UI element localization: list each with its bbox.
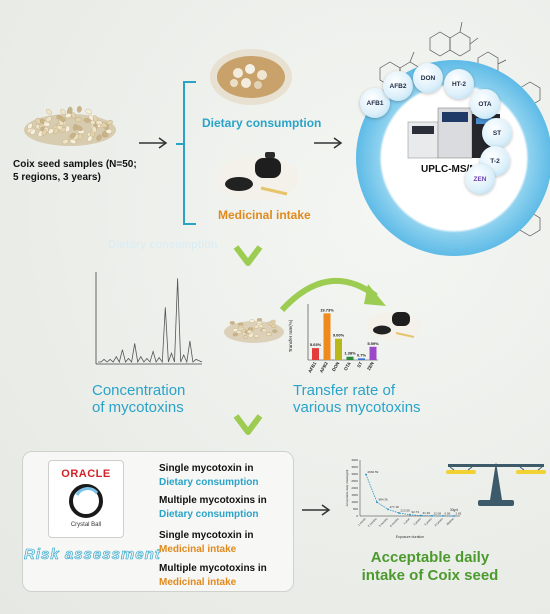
adi-point xyxy=(409,513,411,516)
coix-seed-small-image xyxy=(224,318,284,343)
curved-arrow-icon xyxy=(279,278,386,313)
transfer-bar-label: 19.73% xyxy=(320,307,334,312)
adi-point-label: 213.59 xyxy=(401,509,411,513)
adi-point xyxy=(453,515,455,517)
adi-y-tick: 1500 xyxy=(351,493,358,497)
adi-annotation: 30g/d xyxy=(450,508,458,512)
transfer-y-label: Transfer rate(%) xyxy=(288,319,293,352)
mycotoxin-node-don: DON xyxy=(413,63,443,93)
adi-point-label: 984.36 xyxy=(379,498,389,502)
adi-point xyxy=(376,501,378,504)
adi-point xyxy=(387,508,389,511)
chevron-down-icon xyxy=(233,245,263,266)
adi-x-tick: 3 months xyxy=(378,516,389,527)
mycotoxin-node-zen: ZEN xyxy=(465,164,495,194)
adi-y-tick: 2500 xyxy=(351,479,358,483)
transfer-bar xyxy=(335,338,342,360)
transfer-bar-label: 9.00% xyxy=(333,333,345,338)
adi-point-label: 31.36 xyxy=(423,511,431,515)
adi-point-label: 2960.59 xyxy=(368,470,379,474)
risk-item-single-dietary: Single mycotoxin in Dietary consumption xyxy=(159,463,259,488)
arrow-right-icon xyxy=(314,137,343,149)
branch-bracket xyxy=(176,81,196,225)
transfer-label: Transfer rate of various mycotoxins xyxy=(293,382,421,416)
uplc-instrument-image xyxy=(407,107,500,159)
adi-x-tick: 2 months xyxy=(367,516,378,527)
risk-item-single-medicinal: Single mycotoxin in Medicinal intake xyxy=(159,530,254,555)
adi-point-label: 2.65 xyxy=(456,511,462,515)
chevron-down-icon xyxy=(233,414,263,435)
adi-x-tick: 10 years xyxy=(433,516,444,527)
adi-point xyxy=(431,514,433,517)
adi-y-label: Acceptable daily intake(g/d) xyxy=(345,470,349,507)
adi-y-tick: 500 xyxy=(353,507,358,511)
adi-y-tick: 0 xyxy=(356,514,358,518)
transfer-category-label: AFB2 xyxy=(319,361,329,374)
adi-x-tick: 6 months xyxy=(389,516,400,527)
crystal-ball-logo: ORACLE Crystal Ball xyxy=(48,460,124,538)
transfer-bar xyxy=(358,358,365,360)
transfer-category-label: DON xyxy=(331,361,340,372)
concentration-label: Concentration of mycotoxins xyxy=(92,382,186,416)
mycotoxin-node-st: ST xyxy=(482,118,512,148)
transfer-bar xyxy=(346,356,354,360)
adi-point xyxy=(420,514,422,517)
crystal-ball-icon xyxy=(69,484,103,518)
transfer-bar xyxy=(369,346,377,360)
arrow-right-icon xyxy=(139,137,168,149)
transfer-category-label: AFB1 xyxy=(307,361,317,374)
adi-point-label: 477.18 xyxy=(390,505,400,509)
faded-dietary-label: Dietary consumption xyxy=(108,239,218,251)
transfer-bar-label: 1.38% xyxy=(344,351,356,356)
medicine-pot-image xyxy=(215,152,299,200)
medicinal-intake-label: Medicinal intake xyxy=(218,208,311,222)
adi-y-tick: 1000 xyxy=(351,500,358,504)
adi-x-tick: 2 years xyxy=(412,516,422,526)
acceptable-daily-intake-label: Acceptable daily intake of Coix seed xyxy=(361,549,499,584)
adi-point-label: 6.56 xyxy=(445,511,451,515)
adi-y-tick: 3500 xyxy=(351,465,358,469)
risk-assessment-title: Risk assessment xyxy=(24,546,161,564)
risk-item-multiple-dietary: Multiple mycotoxins in Dietary consumpti… xyxy=(159,495,267,520)
coix-seed-pile-image xyxy=(24,105,116,146)
adi-y-tick: 3000 xyxy=(351,472,358,476)
transfer-rate-chart: Transfer rate(%) 5.03% AFB1 19.73% AFB2 9.00%… xyxy=(288,304,379,374)
transfer-bar xyxy=(312,348,319,360)
dietary-consumption-label: Dietary consumption xyxy=(202,116,322,130)
transfer-bar-label: 5.03% xyxy=(310,342,322,347)
adi-y-tick: 4000 xyxy=(351,458,358,462)
instrument-label: UPLC-MS/MS xyxy=(421,164,485,175)
risk-item-multiple-medicinal: Multiple mycotoxins in Medicinal intake xyxy=(159,563,267,588)
adi-x-tick: 5 years xyxy=(423,516,433,526)
transfer-category-label: ZEN xyxy=(366,361,375,371)
balance-scale-icon xyxy=(446,462,546,506)
mycotoxin-node-ht2: HT-2 xyxy=(444,69,474,99)
transfer-category-label: ST xyxy=(356,361,363,369)
adi-point xyxy=(442,515,444,517)
adi-point-label: 92.73 xyxy=(412,510,420,514)
chromatogram-chart xyxy=(95,272,203,365)
adi-x-tick: 1 month xyxy=(357,517,367,527)
transfer-bar-label: 0.7% xyxy=(357,352,367,357)
mycotoxin-node-ota: OTA xyxy=(470,89,500,119)
adi-point xyxy=(398,512,400,514)
transfer-bar-label: 5.59% xyxy=(367,341,379,346)
transfer-bar xyxy=(323,313,331,360)
arrow-right-icon xyxy=(302,504,331,516)
mycotoxin-node-afb2: AFB2 xyxy=(383,71,413,101)
transfer-category-label: OTA xyxy=(343,360,352,371)
samples-label: Coix seed samples (N=50; 5 regions, 3 ye… xyxy=(13,159,137,183)
soup-bowl-image xyxy=(210,49,292,105)
adi-x-label: Exposure duration xyxy=(396,535,424,539)
chromatogram-trace xyxy=(98,278,203,364)
adi-x-tick: lifetime xyxy=(446,517,455,526)
adi-point xyxy=(365,473,367,476)
adi-x-tick: 1 year xyxy=(402,517,410,525)
medicine-pot-small-image xyxy=(366,312,422,340)
adi-y-tick: 2000 xyxy=(351,486,358,490)
adi-point-label: 12.08 xyxy=(434,511,442,515)
adi-line xyxy=(365,474,455,517)
acceptable-daily-intake-chart: 4000 3500 3000 2500 2000 1500 1000 500 0 Acceptab… xyxy=(345,458,462,539)
